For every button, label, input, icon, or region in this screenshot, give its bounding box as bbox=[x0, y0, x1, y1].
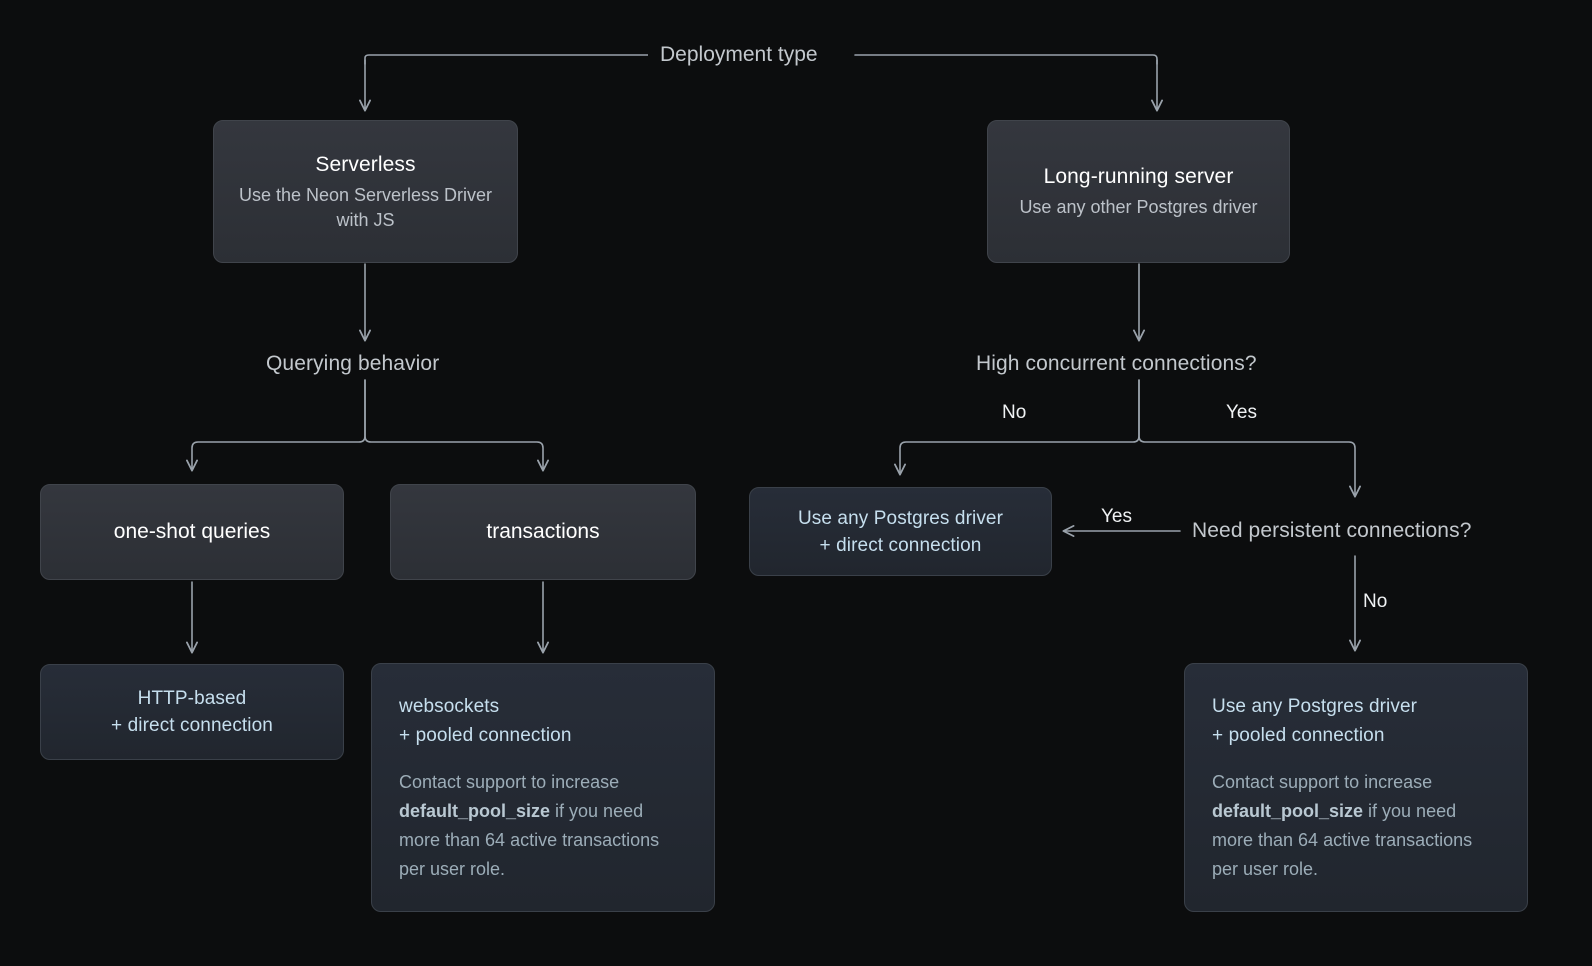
node-websockets-body-prefix: Contact support to increase bbox=[399, 771, 620, 792]
node-serverless[interactable]: Serverless Use the Neon Serverless Drive… bbox=[213, 120, 518, 263]
node-long-running-title: Long-running server bbox=[1043, 165, 1234, 188]
node-transactions[interactable]: transactions bbox=[390, 484, 696, 580]
node-websockets-body: Contact support to increase default_pool… bbox=[399, 768, 687, 884]
node-driver-pooled-line2: + pooled connection bbox=[1212, 724, 1385, 746]
decision-high-concurrent-connections: High concurrent connections? bbox=[976, 352, 1257, 375]
decision-need-persistent-connections: Need persistent connections? bbox=[1192, 519, 1472, 542]
node-websockets-body-code: default_pool_size bbox=[399, 800, 551, 821]
node-driver-pooled-line1: Use any Postgres driver bbox=[1212, 695, 1418, 717]
node-transactions-label: transactions bbox=[486, 520, 600, 543]
node-websockets-line2: + pooled connection bbox=[399, 724, 572, 746]
root-label-deployment-type: Deployment type bbox=[648, 41, 830, 69]
node-long-running-server[interactable]: Long-running server Use any other Postgr… bbox=[987, 120, 1290, 263]
node-driver-pooled-body-suffix: if you need more than 64 active transact… bbox=[1212, 800, 1473, 879]
edge-querying-to-transactions bbox=[364, 379, 550, 472]
edge-root-right-bar bbox=[854, 54, 1158, 65]
edge-label-persistent-no: No bbox=[1363, 591, 1388, 612]
edge-label-concurrent-yes: Yes bbox=[1226, 402, 1257, 423]
node-one-shot-queries-label: one-shot queries bbox=[113, 520, 271, 543]
decision-querying-behavior: Querying behavior bbox=[266, 352, 440, 375]
edge-label-persistent-yes: Yes bbox=[1101, 506, 1132, 527]
node-driver-pooled-connection[interactable]: Use any Postgres driver + pooled connect… bbox=[1184, 663, 1528, 912]
edge-root-left-bar bbox=[364, 54, 649, 65]
node-one-shot-queries[interactable]: one-shot queries bbox=[40, 484, 344, 580]
node-http-direct-connection[interactable]: HTTP-based + direct connection bbox=[40, 664, 344, 760]
node-driver-pooled-body-code: default_pool_size bbox=[1212, 800, 1364, 821]
node-driver-pooled-body-prefix: Contact support to increase bbox=[1212, 771, 1433, 792]
edge-querying-to-oneshot bbox=[185, 379, 366, 472]
node-http-direct-line2: + direct connection bbox=[111, 715, 273, 736]
node-driver-pooled-body: Contact support to increase default_pool… bbox=[1212, 768, 1500, 884]
node-serverless-subtitle: Use the Neon Serverless Driver with JS bbox=[238, 184, 493, 230]
node-driver-direct-connection[interactable]: Use any Postgres driver + direct connect… bbox=[749, 487, 1052, 576]
node-driver-direct-line1: Use any Postgres driver bbox=[797, 507, 1004, 529]
node-websockets-pooled-connection[interactable]: websockets + pooled connection Contact s… bbox=[371, 663, 715, 912]
node-serverless-title: Serverless bbox=[315, 152, 416, 176]
edge-concurrent-no bbox=[893, 379, 1140, 476]
node-websockets-body-suffix: if you need more than 64 active transact… bbox=[399, 800, 660, 879]
node-long-running-subtitle: Use any other Postgres driver bbox=[1019, 197, 1258, 217]
node-driver-direct-line2: + direct connection bbox=[819, 534, 982, 556]
edge-concurrent-yes bbox=[1138, 379, 1362, 498]
node-websockets-line1: websockets bbox=[399, 695, 500, 717]
edge-label-concurrent-no: No bbox=[1002, 402, 1027, 423]
node-http-direct-line1: HTTP-based bbox=[137, 688, 247, 709]
